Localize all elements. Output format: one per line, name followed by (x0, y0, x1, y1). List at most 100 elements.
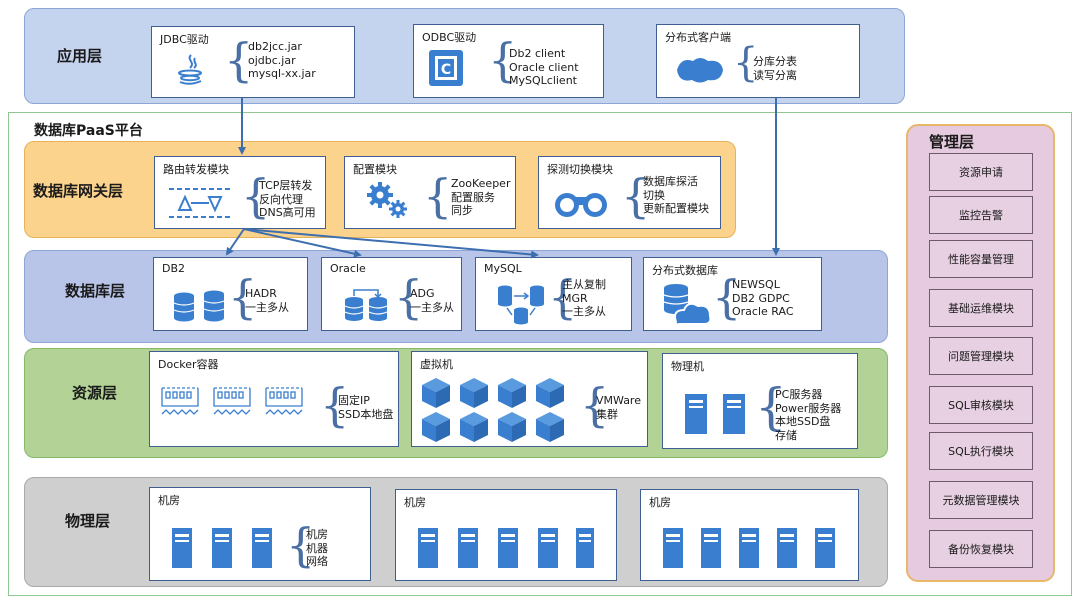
probe-brace: { (621, 169, 651, 223)
probe-items: 数据库探活 切换 更新配置模块 (643, 175, 709, 216)
db2-title: DB2 (162, 262, 186, 275)
mysql-item: 一主多从 (562, 305, 606, 318)
machine-room-item: 机器 (306, 541, 328, 555)
jdbc-item: db2jcc.jar (248, 40, 302, 53)
mysql-box: MySQL { 主从复制 MGR 一主多从 (475, 257, 632, 331)
docker-item: 固定IP (338, 394, 370, 407)
jdbc-driver-box: JDBC驱动 { db2jcc.jar ojdbc.jar mysql-xx.j… (151, 26, 355, 98)
distributed-db-item: Oracle RAC (732, 305, 794, 318)
distributed-client-box: 分布式客户端 { 分库分表 读写分离 (656, 24, 860, 98)
distributed-db-item: DB2 GDPC (732, 291, 790, 305)
docker-item: SSD本地盘 (338, 407, 394, 421)
odbc-items: Db2 client Oracle client MySQLclient (509, 47, 579, 88)
jdbc-title: JDBC驱动 (160, 33, 209, 46)
odbc-driver-box: ODBC驱动 C { Db2 client Oracle client MySQ… (413, 24, 604, 98)
oracle-items: ADG 一主多从 (410, 287, 454, 314)
db2-box: DB2 { HADR 一主多从 (153, 257, 308, 331)
machine-room-title: 机房 (158, 494, 180, 507)
mgmt-resource-request: 资源申请 (929, 153, 1033, 191)
database-pair-icon (173, 290, 225, 322)
mgmt-basic-ops: 基础运维模块 (929, 289, 1033, 327)
physical-machine-item: 本地SSD盘 (775, 415, 831, 428)
routing-item: TCP层转发 (259, 179, 313, 192)
physical-machine-brace: { (755, 378, 787, 436)
dist-client-item: 读写分离 (753, 68, 797, 82)
oracle-box: Oracle { ADG 一主多从 (321, 257, 462, 331)
docker-items: 固定IP SSD本地盘 (338, 394, 393, 421)
routing-item: 反向代理 (259, 192, 303, 206)
vm-item: VMWare (596, 394, 641, 407)
mgmt-sql-review: SQL审核模块 (929, 386, 1033, 424)
physical-layer-label: 物理层 (65, 512, 111, 530)
dist-client-items: 分库分表 读写分离 (753, 55, 797, 82)
gears-icon (367, 182, 407, 218)
odbc-item: Oracle client (509, 60, 579, 74)
mysql-item: MGR (562, 291, 588, 305)
physical-machine-items: PC服务器 Power服务器 本地SSD盘 存储 (775, 388, 841, 442)
probe-item: 数据库探活 (643, 175, 698, 188)
paas-platform-label: 数据库PaaS平台 (34, 123, 143, 139)
oracle-brace: { (394, 270, 424, 324)
vm-items: VMWare 集群 (596, 394, 641, 421)
mysql-replication-icon (498, 285, 544, 325)
mgmt-backup-restore: 备份恢复模块 (929, 530, 1033, 568)
dist-client-title: 分布式客户端 (665, 31, 731, 44)
app-layer-label: 应用层 (57, 47, 103, 65)
arrow-routing-to-oracle (243, 228, 362, 258)
distributed-db-items: NEWSQL DB2 GDPC Oracle RAC (732, 278, 794, 319)
odbc-item: MySQLclient (509, 74, 577, 87)
java-icon (178, 54, 202, 85)
server-rack-icon (172, 528, 272, 568)
mgmt-metadata: 元数据管理模块 (929, 481, 1033, 519)
machine-room-items: 机房 机器 网络 (306, 528, 328, 569)
machine-room-item: 网络 (306, 555, 328, 568)
jdbc-brace: { (224, 33, 254, 87)
db2-items: HADR 一主多从 (245, 287, 289, 314)
routing-items: TCP层转发 反向代理 DNS高可用 (259, 179, 316, 220)
paas-platform-frame (8, 112, 1072, 596)
config-items: ZooKeeper 配置服务 同步 (451, 177, 510, 218)
machine-room-box: 机房 (640, 489, 859, 581)
docker-title: Docker容器 (158, 358, 219, 371)
mgmt-sql-exec: SQL执行模块 (929, 432, 1033, 470)
svg-text:C: C (441, 62, 451, 78)
jdbc-item: mysql-xx.jar (248, 67, 316, 80)
machine-room-item: 机房 (306, 528, 328, 541)
mgmt-monitoring-alert: 监控告警 (929, 196, 1033, 234)
server-rack-icon (418, 528, 594, 568)
gateway-layer-label: 数据库网关层 (33, 182, 124, 200)
odbc-title: ODBC驱动 (422, 31, 477, 44)
server-pair-icon (685, 394, 745, 434)
probe-title: 探测切换模块 (547, 163, 613, 176)
oracle-item: ADG (410, 287, 435, 300)
arrow-routing-to-db2 (225, 228, 245, 256)
dist-client-brace: { (733, 40, 759, 86)
routing-icon (169, 188, 231, 218)
config-brace: { (423, 169, 453, 223)
jdbc-items: db2jcc.jar ojdbc.jar mysql-xx.jar (248, 40, 316, 81)
oracle-item: 一主多从 (410, 300, 454, 314)
machine-room-title: 机房 (404, 496, 426, 509)
mysql-item: 主从复制 (562, 278, 606, 291)
config-module-box: 配置模块 { ZooKeeper 配置服务 同步 (344, 156, 516, 229)
config-title: 配置模块 (353, 163, 397, 176)
cloud-icon (677, 58, 723, 83)
db2-brace: { (228, 270, 258, 324)
container-icons (161, 387, 303, 415)
cloud-database-icon (663, 284, 712, 326)
vm-title: 虚拟机 (420, 358, 453, 371)
db2-item: 一主多从 (245, 300, 289, 314)
server-rack-icon (663, 528, 835, 568)
docker-box: Docker容器 { 固定IP SSD本地盘 (149, 351, 399, 447)
db2-item: HADR (245, 287, 277, 300)
probe-switch-module-box: 探测切换模块 { 数据库探活 切换 更新配置模块 (538, 156, 721, 229)
physical-machine-box: 物理机 { PC服务器 Power服务器 本地SSD盘 存储 (662, 353, 858, 449)
distributed-db-brace: { (712, 270, 742, 324)
management-layer-label: 管理层 (929, 133, 975, 151)
mysql-items: 主从复制 MGR 一主多从 (562, 278, 606, 319)
odbc-item: Db2 client (509, 47, 566, 60)
vm-item: 集群 (596, 407, 618, 421)
c-language-icon: C (429, 50, 463, 86)
config-item: 配置服务 (451, 190, 495, 204)
